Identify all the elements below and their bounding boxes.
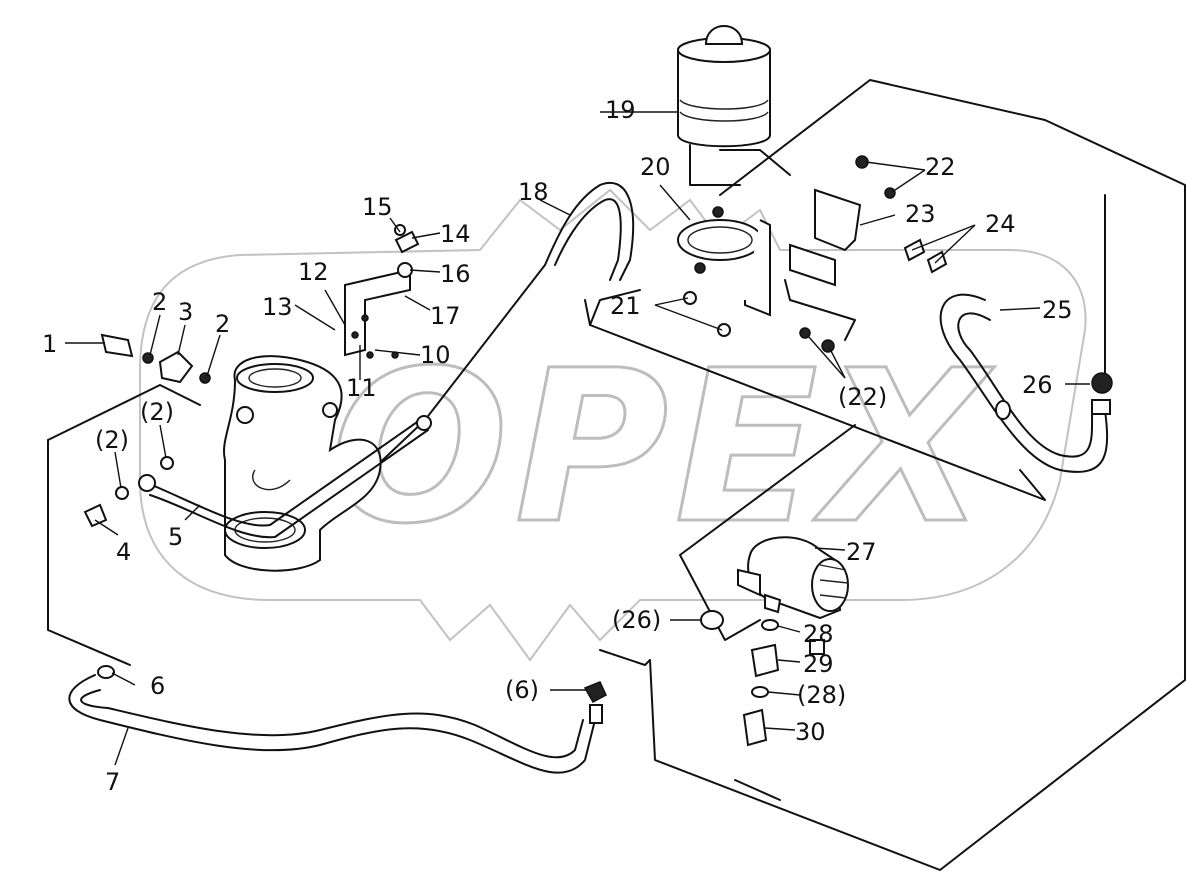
watermark: OPEX — [139, 188, 1087, 662]
pipe-5 — [138, 415, 432, 539]
washer-2a — [142, 352, 154, 364]
callout-6-ref: (6) — [505, 676, 539, 704]
callout-22-ref: (22) — [838, 383, 887, 411]
callout-10: 10 — [420, 341, 451, 369]
callout-12: 12 — [298, 258, 329, 286]
callout-28-ref: (28) — [797, 681, 846, 709]
clamp-6 — [97, 665, 115, 679]
bracket-23 — [784, 155, 948, 353]
callout-14: 14 — [440, 220, 471, 248]
callout-3: 3 — [178, 298, 193, 326]
assembly-outline — [47, 79, 1186, 871]
outline-left — [47, 439, 131, 666]
callout-26: 26 — [1022, 371, 1053, 399]
callout-2-ref: (2) — [140, 398, 174, 426]
callout-2: 2 — [152, 288, 167, 316]
callout-22: 22 — [925, 153, 956, 181]
callout-17: 17 — [430, 302, 461, 330]
callout-7: 7 — [105, 768, 120, 796]
fittings-left — [83, 333, 211, 679]
pump-27 — [737, 536, 849, 620]
callout-19: 19 — [605, 96, 636, 124]
callout-6: 6 — [150, 672, 165, 700]
callout-24: 24 — [985, 210, 1016, 238]
callout-18: 18 — [518, 178, 549, 206]
frame-diagonal — [584, 299, 1046, 501]
callout-15: 15 — [362, 193, 393, 221]
callout-2-ref: (2) — [95, 426, 129, 454]
callout-26-ref: (26) — [612, 606, 661, 634]
clamp-26 — [1091, 372, 1113, 394]
outline-mid-right — [599, 649, 651, 666]
callout-23: 23 — [905, 200, 936, 228]
fitting-4 — [83, 503, 108, 528]
steering-gear — [223, 355, 382, 572]
reservoir-19 — [677, 25, 791, 186]
fitting-30 — [742, 708, 768, 747]
callout-13: 13 — [262, 293, 293, 321]
washer-2c — [160, 456, 174, 470]
callout-16: 16 — [440, 260, 471, 288]
fitting-1 — [100, 333, 134, 358]
washer-2d — [115, 486, 129, 500]
outline-left-top — [47, 384, 201, 441]
callout-28: 28 — [803, 620, 834, 648]
frame-diagonal-2 — [679, 424, 856, 641]
hose-7 — [68, 674, 596, 774]
clamp-26p — [700, 610, 724, 630]
callout-21: 21 — [610, 292, 641, 320]
callout-1: 1 — [42, 330, 57, 358]
callout-labels: 1 2 3 2 (2) (2) 4 5 6 7 (6) 10 11 12 13 … — [42, 96, 1073, 796]
washer-28 — [761, 619, 779, 631]
clamp-6p — [583, 681, 607, 704]
watermark-gear-outline — [139, 188, 1087, 662]
callout-2: 2 — [215, 310, 230, 338]
leader-lines — [65, 111, 1090, 766]
washer-28p — [751, 686, 769, 698]
pump-fittings — [583, 372, 1113, 747]
washer-2b — [199, 372, 211, 384]
callout-4: 4 — [116, 538, 131, 566]
bracket-20 — [677, 206, 771, 337]
fitting-29 — [750, 643, 780, 678]
bracket-17 — [344, 224, 420, 359]
fitting-29-cap — [809, 639, 825, 655]
callout-5: 5 — [168, 523, 183, 551]
watermark-text: OPEX — [330, 325, 995, 570]
frame-step — [589, 289, 641, 326]
outline-lower-mid — [734, 779, 781, 801]
hose-25 — [939, 293, 1111, 473]
callout-11: 11 — [346, 374, 377, 402]
callout-27: 27 — [846, 538, 877, 566]
callout-30: 30 — [795, 718, 826, 746]
callout-20: 20 — [640, 153, 671, 181]
outline-right — [649, 79, 1186, 871]
fitting-3 — [158, 350, 194, 384]
callout-29: 29 — [803, 650, 834, 678]
callout-25: 25 — [1042, 296, 1073, 324]
hose-end-6p — [589, 704, 603, 724]
